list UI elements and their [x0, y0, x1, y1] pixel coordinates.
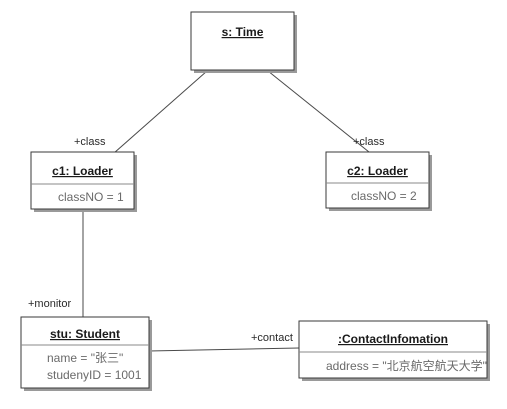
link-time-c1 [113, 70, 208, 154]
role-c1-class: +class [74, 136, 106, 148]
link-student-contact [148, 347, 300, 352]
object-contact-name: :ContactInfomation [338, 332, 448, 346]
role-contact: +contact [251, 332, 293, 344]
object-c1-name: c1: Loader [52, 164, 113, 178]
object-c1-attr: classNO = 1 [58, 190, 124, 204]
object-time-name: s: Time [222, 25, 264, 39]
object-time[interactable]: s: Time [190, 11, 297, 73]
role-monitor: +monitor [28, 298, 71, 310]
object-student-name: stu: Student [50, 327, 120, 341]
object-c1[interactable]: c1: Loader classNO = 1 [30, 151, 137, 212]
object-student-attr-name: name = "张三" [47, 351, 123, 365]
object-contact[interactable]: :ContactInfomation address = "北京航空航天大学" [298, 320, 490, 381]
object-contact-attr-address: address = "北京航空航天大学" [326, 358, 487, 373]
link-time-c2 [267, 70, 370, 153]
role-c2-class: +class [353, 136, 385, 148]
object-student-attr-id: studenyID = 1001 [47, 368, 142, 382]
object-student[interactable]: stu: Student name = "张三" studenyID = 100… [20, 316, 152, 391]
object-c2-attr: classNO = 2 [351, 189, 417, 203]
object-c2-name: c2: Loader [347, 164, 408, 178]
object-c2[interactable]: c2: Loader classNO = 2 [325, 151, 432, 211]
